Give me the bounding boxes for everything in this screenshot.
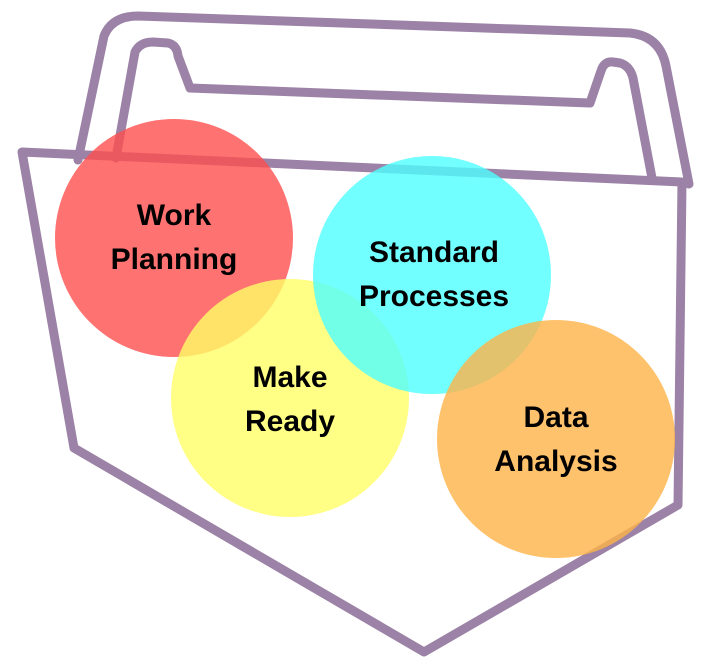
label-standard-processes: Standard Processes	[334, 231, 534, 319]
toolbox-body-outline	[17, 147, 687, 657]
label-work-planning-line1: Work	[136, 199, 212, 232]
label-work-planning: Work Planning	[84, 194, 264, 282]
toolbox-handle-inner	[111, 37, 657, 183]
label-standard-processes-line2: Processes	[358, 280, 510, 313]
label-data-analysis-line2: Analysis	[494, 445, 618, 478]
venn-circles	[55, 119, 675, 558]
label-standard-processes-line1: Standard	[368, 236, 500, 269]
label-make-ready: Make Ready	[200, 356, 380, 444]
toolbox-handle-outer	[73, 11, 694, 189]
label-make-ready-line2: Ready	[244, 405, 336, 438]
label-make-ready-line1: Make	[252, 361, 328, 394]
label-work-planning-line2: Planning	[110, 243, 238, 276]
label-data-analysis-line1: Data	[523, 401, 589, 434]
circle-standard-processes	[313, 156, 551, 394]
circle-data-analysis	[437, 320, 675, 558]
label-data-analysis: Data Analysis	[466, 396, 646, 484]
